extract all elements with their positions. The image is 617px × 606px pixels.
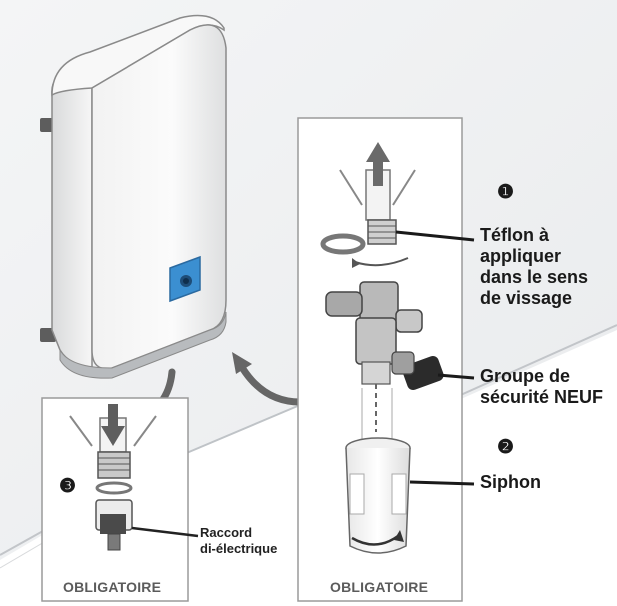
teflon-line-2: appliquer xyxy=(480,246,562,266)
step-3-badge: ❸ xyxy=(59,476,77,497)
teflon-line-4: de vissage xyxy=(480,288,573,308)
teflon-line-3: dans le sens xyxy=(480,267,589,287)
mandatory-label-left: OBLIGATOIRE xyxy=(63,579,162,595)
siphon xyxy=(345,437,411,554)
siphon-callout: Siphon xyxy=(480,472,541,492)
callout-lines xyxy=(395,230,475,486)
safety-valve-knob xyxy=(391,351,444,391)
control-panel xyxy=(169,255,201,303)
dielectric-line-2: di-électrique xyxy=(200,541,278,556)
step-2-badge: ❷ xyxy=(497,437,515,458)
teflon-callout: Téflon à appliquer dans le sens de vissa… xyxy=(480,225,588,309)
safety-group-callout: Groupe de sécurité NEUF xyxy=(480,366,603,408)
safety-group-panel xyxy=(297,117,463,602)
dielectric-callout: Raccord di-électrique xyxy=(200,525,277,557)
dielectric-line-1: Raccord xyxy=(200,525,253,540)
water-heater xyxy=(40,14,227,379)
dielectric-panel xyxy=(41,397,199,602)
safety-group-line-1: Groupe de xyxy=(480,366,571,386)
step-1-badge: ❶ xyxy=(497,182,515,203)
mandatory-label-right: OBLIGATOIRE xyxy=(330,579,429,595)
teflon-line-1: Téflon à xyxy=(480,225,550,245)
safety-group-line-2: sécurité NEUF xyxy=(480,387,604,407)
